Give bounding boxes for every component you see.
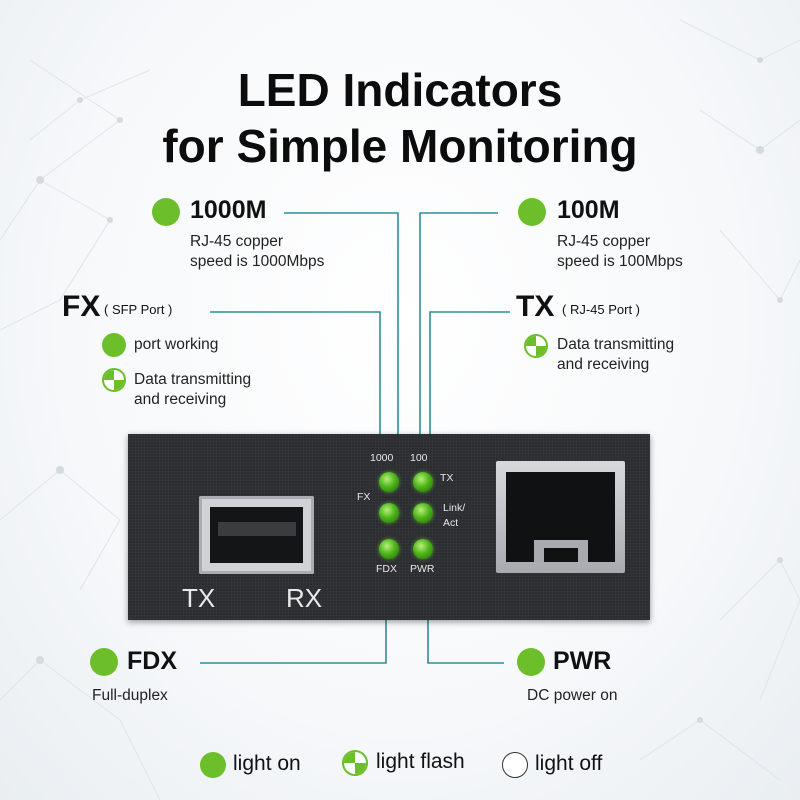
- led-label-100: 100: [410, 452, 428, 464]
- callout-pwr-desc: DC power on: [527, 687, 618, 704]
- callout-100m-desc-1: RJ-45 copper: [557, 233, 651, 250]
- legend-light-off-label: light off: [535, 752, 603, 775]
- led-fdx: [379, 539, 399, 559]
- callout-1000m-desc-1: RJ-45 copper: [190, 233, 284, 250]
- callout-100m-desc-2: speed is 100Mbps: [557, 253, 683, 270]
- callout-tx-sub: ( RJ-45 Port ): [562, 302, 641, 317]
- callout-tx-item-1-line-1: Data transmitting: [557, 336, 675, 353]
- led-label-tx: TX: [440, 472, 454, 484]
- callout-fx-item-2-line-2: and receiving: [134, 391, 227, 408]
- light-flash-icon: [102, 368, 126, 392]
- callout-tx-item-1-line-2: and receiving: [557, 356, 650, 373]
- led-label-link-1: Link/: [443, 502, 466, 514]
- light-on-icon: [90, 648, 118, 676]
- page-title-line-2: for Simple Monitoring: [162, 120, 638, 172]
- rj45-port-notch-inner: [544, 548, 578, 562]
- callout-fdx-label: FDX: [127, 647, 177, 675]
- led-pwr: [413, 539, 433, 559]
- callout-pwr-label: PWR: [553, 647, 612, 675]
- led-100m: [413, 472, 433, 492]
- callout-fx-sub: ( SFP Port ): [104, 302, 173, 317]
- legend-light-flash-icon: [342, 750, 368, 776]
- legend-light-off-icon: [502, 752, 528, 778]
- light-on-icon: [518, 198, 546, 226]
- led-label-link-2: Act: [443, 517, 459, 529]
- legend-light-on-icon: [200, 752, 226, 778]
- callout-fdx-desc: Full-duplex: [92, 687, 168, 704]
- light-flash-icon: [524, 334, 548, 358]
- callout-fx-item-1: port working: [134, 336, 219, 353]
- led-label-pwr: PWR: [410, 563, 435, 575]
- leader-line-100m: [419, 212, 498, 472]
- sfp-tx-label: TX: [182, 583, 216, 613]
- legend-light-flash-label: light flash: [376, 750, 465, 773]
- legend-light-on-label: light on: [233, 752, 301, 775]
- light-on-icon: [517, 648, 545, 676]
- led-fx: [379, 503, 399, 523]
- callout-100m-label: 100M: [557, 196, 620, 224]
- sfp-rx-label: RX: [286, 583, 323, 613]
- callout-fx-label: FX: [62, 290, 101, 323]
- light-on-icon: [102, 333, 126, 357]
- sfp-port-connector: [218, 522, 296, 536]
- led-label-1000: 1000: [370, 452, 394, 464]
- callout-1000m-label: 1000M: [190, 196, 267, 224]
- led-1000m: [379, 472, 399, 492]
- page-title-line-1: LED Indicators: [237, 64, 563, 116]
- callout-1000m-desc-2: speed is 1000Mbps: [190, 253, 325, 270]
- leader-line-1000m: [284, 212, 399, 472]
- led-label-fdx: FDX: [376, 563, 397, 575]
- callout-tx-label: TX: [516, 290, 555, 323]
- led-label-fx: FX: [357, 491, 371, 503]
- led-tx: [413, 503, 433, 523]
- light-on-icon: [152, 198, 180, 226]
- callout-fx-item-2-line-1: Data transmitting: [134, 371, 252, 388]
